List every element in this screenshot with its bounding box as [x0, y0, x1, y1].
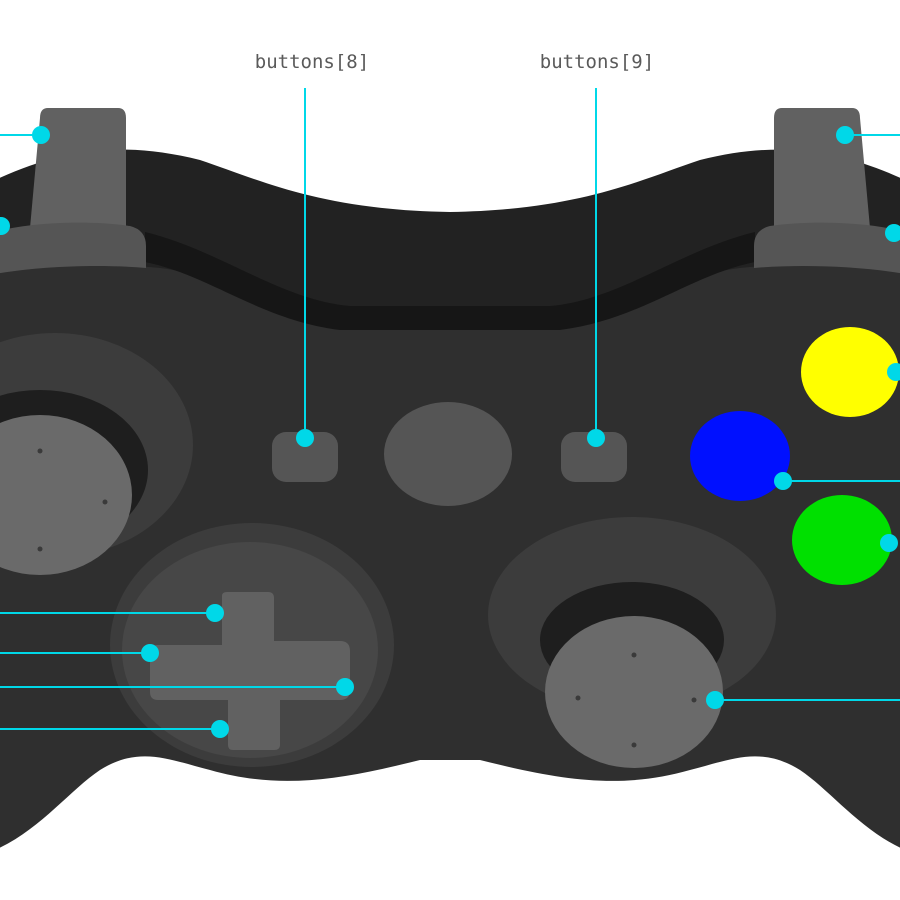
callout-dot-right-trigger	[836, 126, 854, 144]
left-stick-dot	[37, 448, 43, 454]
left-stick-cap	[0, 415, 132, 575]
label-button-9: buttons[9]	[540, 51, 654, 73]
callout-dot-left-trigger	[32, 126, 50, 144]
label-button-8: buttons[8]	[255, 51, 369, 73]
left-shoulder	[0, 108, 146, 274]
center-buttons	[272, 402, 627, 506]
right-trigger	[774, 108, 870, 228]
callout-dot-dpad-down	[211, 720, 229, 738]
start-button	[561, 432, 627, 482]
dpad-cross-icon	[150, 592, 350, 750]
right-stick-dot	[575, 695, 581, 701]
callout-dot-left-bumper	[0, 217, 10, 235]
right-stick-dot	[631, 652, 637, 658]
callout-dot-y-button	[887, 363, 900, 381]
right-bumper	[754, 222, 900, 274]
left-stick	[0, 333, 193, 575]
callout-dot-right-stick	[706, 691, 724, 709]
back-button	[272, 432, 338, 482]
y-button	[801, 327, 899, 417]
callout-dot-dpad-right	[336, 678, 354, 696]
controller-groove	[145, 232, 755, 330]
callout-dot-button-9	[587, 429, 605, 447]
callout-dot-x-button	[774, 472, 792, 490]
callout-dot-dpad-left	[141, 644, 159, 662]
left-stick-dot	[37, 546, 43, 552]
controller-shell	[0, 263, 900, 848]
left-stick-dot	[102, 499, 108, 505]
left-bumper	[0, 222, 146, 274]
guide-button-icon	[384, 402, 512, 506]
callout-dot-a-button	[880, 534, 898, 552]
right-stick-cap	[545, 616, 723, 768]
callout-dot-button-8	[296, 429, 314, 447]
x-button	[690, 411, 790, 501]
left-trigger	[30, 108, 126, 228]
dpad	[110, 523, 394, 767]
right-stick-dot	[631, 742, 637, 748]
face-buttons	[690, 327, 899, 585]
callout-dot-right-bumper	[885, 224, 900, 242]
callout-dot-dpad-up	[206, 604, 224, 622]
a-button	[792, 495, 892, 585]
right-stick-dot	[691, 697, 697, 703]
right-stick	[488, 517, 776, 768]
callout-dots	[0, 126, 900, 738]
